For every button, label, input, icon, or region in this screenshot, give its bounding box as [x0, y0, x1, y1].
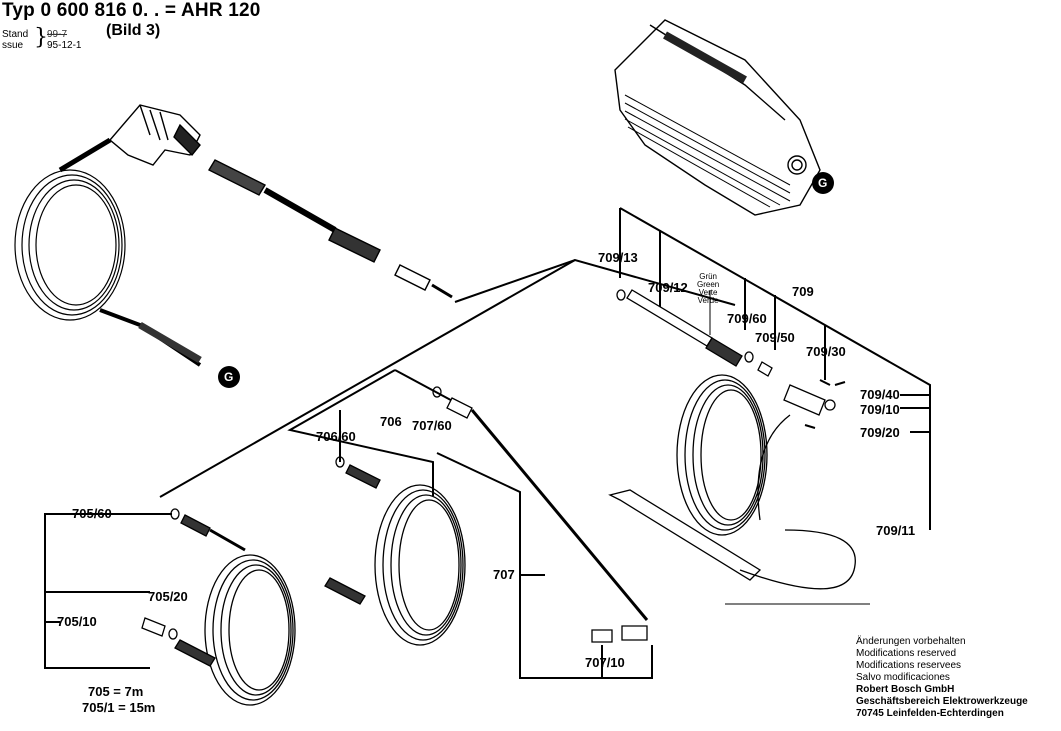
stand-date: 95-12-1	[47, 40, 82, 51]
part-label-709-40: 709/40	[860, 387, 900, 402]
footer-line-de: Änderungen vorbehalten	[856, 636, 966, 647]
part-label-705-60: 705/60	[72, 506, 112, 521]
hose-705	[141, 508, 296, 706]
part-label-707-10: 707/10	[585, 655, 625, 670]
part-label-705-length: 705 = 7m	[88, 684, 144, 699]
g-marker-label-right: G	[818, 176, 828, 190]
figure-label: (Bild 3)	[106, 22, 161, 39]
leader-707-branch	[394, 369, 461, 406]
footer-line-es: Salvo modificaciones	[856, 672, 950, 683]
stand-label: Stand ssue	[2, 29, 28, 51]
footer-company: Robert Bosch GmbH	[856, 684, 955, 695]
part-label-707: 707	[493, 567, 515, 582]
footer-address: 70745 Leinfelden-Echterdingen	[856, 708, 1004, 719]
part-label-709: 709	[792, 284, 814, 299]
g-marker-label-left: G	[224, 370, 234, 384]
document-title: Typ 0 600 816 0. . = AHR 120	[2, 0, 261, 21]
stand-date-old: 99-7	[47, 29, 68, 40]
hose-coil-top	[14, 169, 202, 367]
g-marker-left	[218, 366, 240, 388]
part-label-706-60: 706/60	[316, 429, 356, 444]
stand-label-en: ssue	[2, 40, 24, 51]
leader-706-group	[287, 369, 434, 496]
color-note-es: Verde	[697, 296, 719, 305]
part-label-707-60: 707/60	[412, 418, 452, 433]
spray-gun	[58, 104, 201, 173]
part-label-709-12: 709/12	[648, 280, 688, 295]
part-label-709-10: 709/10	[860, 402, 900, 417]
hose-706	[324, 456, 466, 646]
lance-top	[208, 159, 453, 299]
part-label-709-30: 709/30	[806, 344, 846, 359]
leader-main	[454, 258, 736, 306]
color-note: Grün Green Verte Verde	[697, 273, 719, 305]
assembly-709	[608, 289, 856, 590]
part-label-709-13: 709/13	[598, 250, 638, 265]
part-label-705-10: 705/10	[57, 614, 97, 629]
brace-glyph: }	[34, 25, 48, 50]
part-label-709-50: 709/50	[755, 330, 795, 345]
footer-notice: Änderungen vorbehalten Modifications res…	[856, 636, 1028, 720]
g-markers	[218, 172, 834, 388]
footer-line-fr: Modifications reservees	[856, 660, 962, 671]
color-note-de: Grün	[699, 272, 718, 281]
footer-line-en: Modifications reserved	[856, 648, 957, 659]
color-note-fr: Verte	[698, 288, 718, 297]
leader-705-group	[159, 259, 576, 498]
part-label-706: 706	[380, 414, 402, 429]
part-label-709-20: 709/20	[860, 425, 900, 440]
part-label-709-60: 709/60	[727, 311, 767, 326]
color-note-en: Green	[697, 280, 720, 289]
footer-division: Geschäftsbereich Elektrowerkzeuge	[856, 696, 1028, 707]
g-marker-right	[812, 172, 834, 194]
part-label-709-11: 709/11	[876, 523, 916, 538]
part-label-705-20: 705/20	[148, 589, 188, 604]
stand-label-de: Stand	[2, 29, 29, 40]
part-label-705-1-length: 705/1 = 15m	[82, 700, 156, 715]
bracket-707	[436, 452, 653, 679]
lance-707	[432, 386, 649, 643]
pressure-washer-unit	[614, 19, 821, 216]
